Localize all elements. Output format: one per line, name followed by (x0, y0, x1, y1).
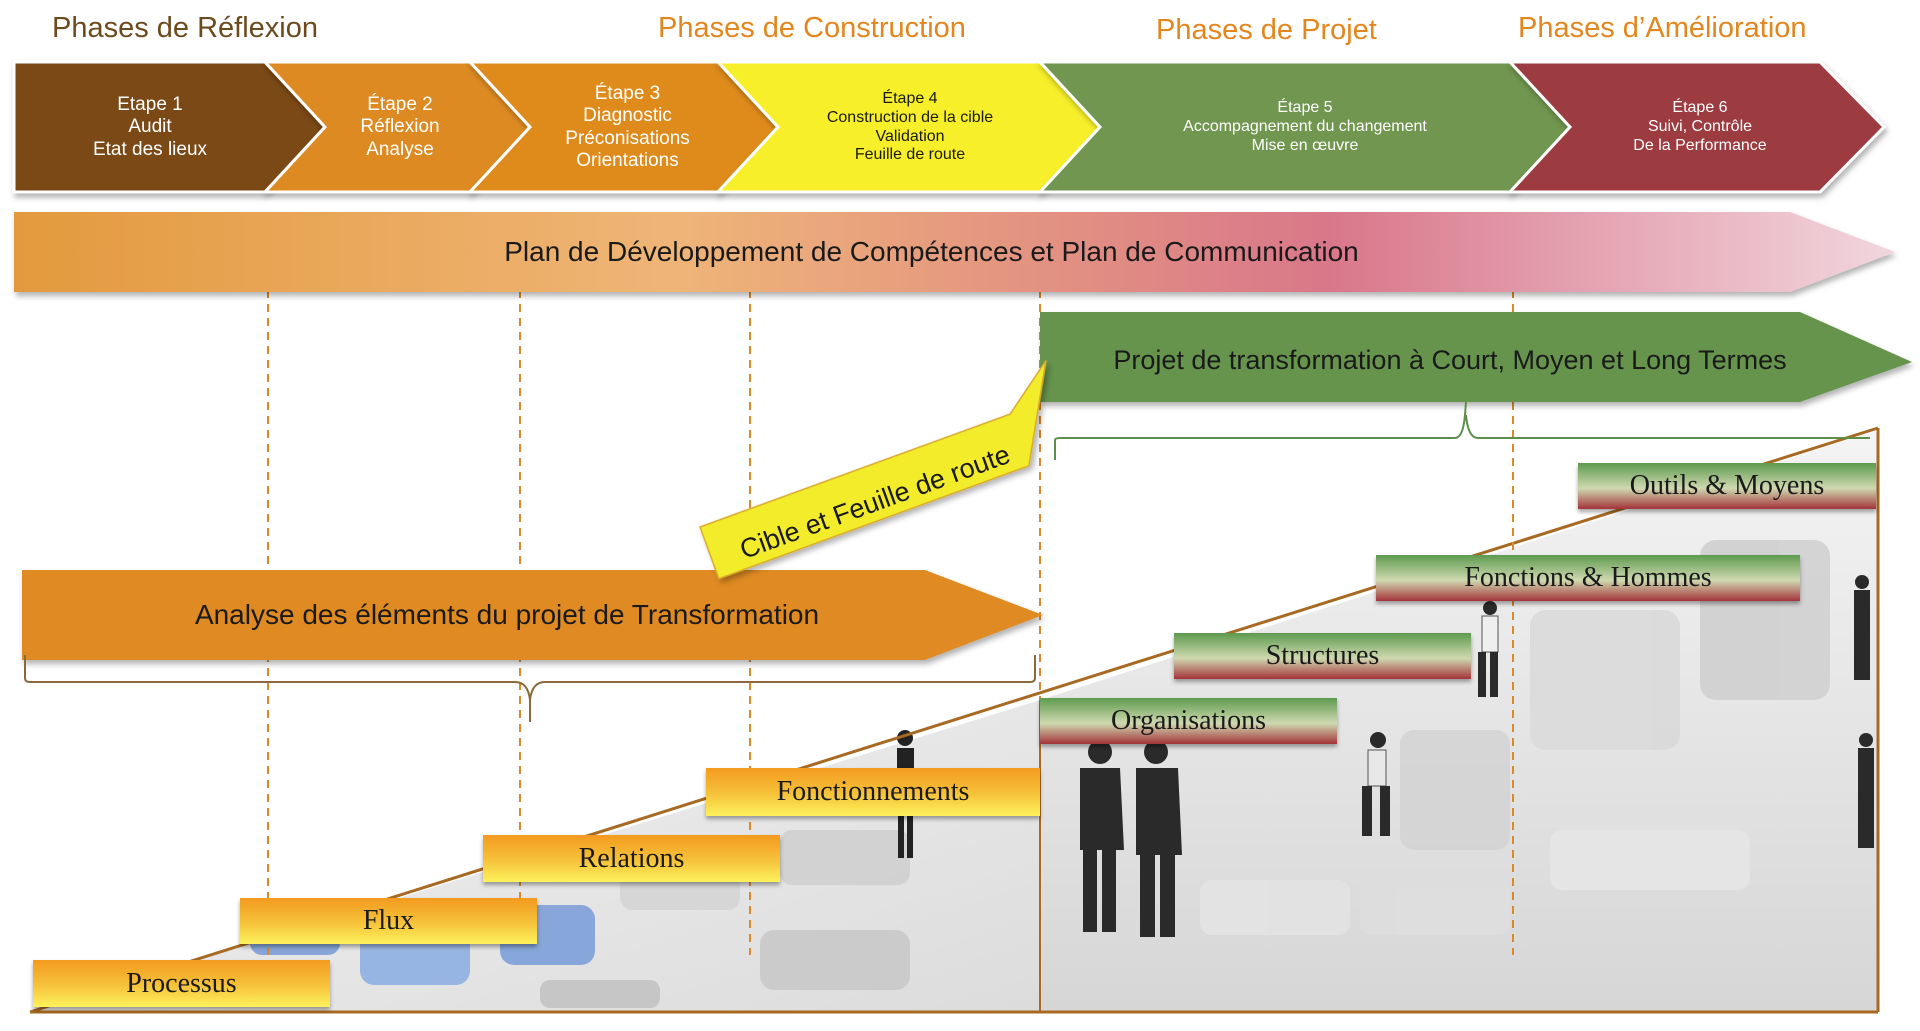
projet-band-text: Projet de transformation à Court, Moyen … (1113, 344, 1787, 375)
phase-title-projet: Phases de Projet (1156, 14, 1377, 46)
analyse-band-text: Analyse des éléments du projet de Transf… (194, 599, 820, 630)
step-outils-moyens: Outils & Moyens (1578, 463, 1876, 509)
etape-3-label: Étape 3 Diagnostic Préconisations Orient… (565, 82, 690, 171)
phase-title-reflexion: Phases de Réflexion (52, 12, 318, 44)
projet-band-arrow (1040, 312, 1912, 402)
step-flux: Flux (240, 898, 537, 944)
etape-6-label: Étape 6 Suivi, Contrôle De la Performanc… (1633, 99, 1767, 154)
etape-1-label: Etape 1 Audit Etat des lieux (92, 93, 208, 160)
etape-4-label: Étape 4 Construction de la cible Validat… (826, 89, 994, 164)
analyse-brace (24, 655, 1036, 722)
step-fonctionnements: Fonctionnements (706, 768, 1040, 816)
businessmen-figures (1080, 575, 1874, 937)
step-fonctions-hommes: Fonctions & Hommes (1376, 555, 1800, 601)
step-processus: Processus (33, 960, 330, 1007)
phase-title-construction: Phases de Construction (658, 12, 966, 44)
puzzle-pieces-right (1200, 540, 1830, 935)
step-relations: Relations (483, 835, 780, 882)
plan-band-text: Plan de Développement de Compétences et … (504, 236, 1359, 267)
step-structures: Structures (1174, 633, 1471, 679)
etape-arrows (12, 60, 1887, 194)
analyse-band-arrow (22, 570, 1043, 660)
plan-band-arrow (14, 212, 1895, 292)
cible-arrow (699, 360, 1047, 580)
etape-2-label: Étape 2 Réflexion Analyse (360, 93, 440, 160)
etape-5-label: Étape 5 Accompagnement du changement Mis… (1183, 99, 1427, 154)
projet-brace (1054, 401, 1870, 460)
step-organisations: Organisations (1040, 698, 1337, 744)
phase-title-amelioration: Phases d’Amélioration (1518, 12, 1807, 44)
